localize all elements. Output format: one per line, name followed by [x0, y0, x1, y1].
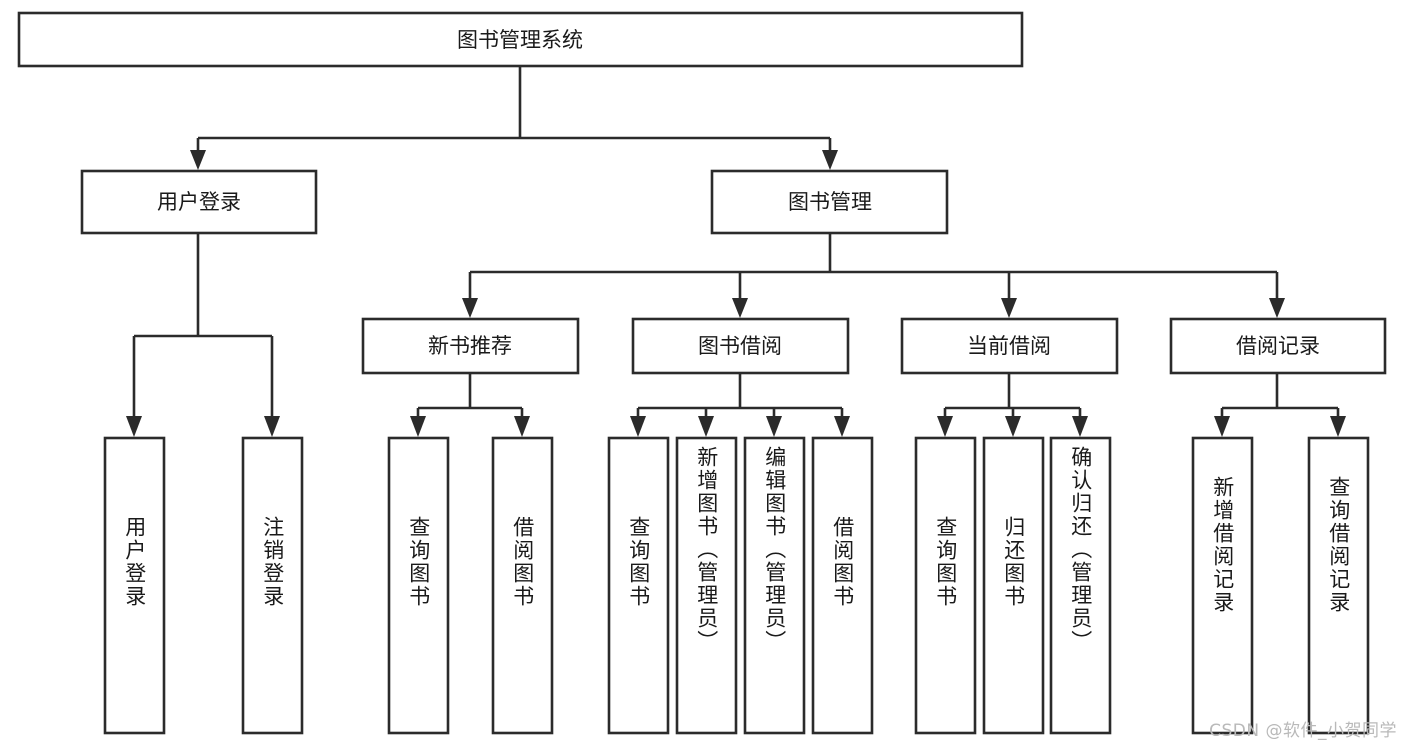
node-leaf-add-record-box[interactable]: [1191, 436, 1254, 735]
arrow-leaf-add-record-icon: [1214, 416, 1230, 437]
edges-book-borrow-to-leaves: [630, 373, 850, 437]
node-leaf-query-book-1-label: 查询图书: [406, 516, 431, 608]
node-user-login-box[interactable]: [80, 169, 318, 235]
node-leaf-query-book-3-label: 查询图书: [933, 516, 958, 608]
node-user-login[interactable]: 用户登录: [80, 169, 318, 235]
arrow-to-user-login-icon: [190, 150, 206, 170]
node-leaf-add-record-label: 新增借阅记录: [1210, 476, 1235, 614]
edges-book-manage-to-level3: [462, 233, 1285, 318]
node-current-borrow-box[interactable]: [900, 317, 1119, 375]
arrow-to-book-borrow-icon: [732, 298, 748, 318]
leaf-label-wrap-query-book-2: 查询图书: [609, 438, 668, 733]
node-leaf-query-record-box[interactable]: [1307, 436, 1370, 735]
arrow-leaf-query-record-icon: [1330, 416, 1346, 437]
node-leaf-borrow-book-1-box[interactable]: [491, 436, 554, 735]
edges-user-login-to-leaves: [126, 233, 280, 437]
arrow-leaf-edit-book-icon: [766, 416, 782, 437]
leaf-label-wrap-user-login: 用户登录: [105, 438, 164, 733]
arrow-to-current-borrow-icon: [1001, 298, 1017, 318]
arrow-leaf-query-book-2-icon: [630, 416, 646, 437]
arrow-to-book-manage-icon: [822, 150, 838, 170]
node-current-borrow-label: 当前借阅: [967, 334, 1051, 358]
csdn-watermark: CSDN @软件_小贺同学: [1209, 721, 1397, 741]
node-leaf-return-book-box[interactable]: [982, 436, 1045, 735]
leaf-label-wrap-query-record: 查询借阅记录: [1309, 438, 1368, 733]
edges-current-borrow-to-leaves: [937, 373, 1088, 437]
node-leaf-edit-book-box[interactable]: [743, 436, 806, 735]
edges-new-book-rec-to-leaves: [410, 373, 530, 437]
arrow-leaf-query-book-3-icon: [937, 416, 953, 437]
node-leaf-query-record-label: 查询借阅记录: [1326, 476, 1351, 614]
node-leaf-confirm-return-label: 确认归还（管理员）: [1068, 446, 1093, 653]
node-leaf-query-book-3-box[interactable]: [914, 436, 977, 735]
arrow-leaf-confirm-return-icon: [1072, 416, 1088, 437]
leaf-label-wrap-borrow-book-1: 借阅图书: [493, 438, 552, 733]
node-new-book-rec-label: 新书推荐: [428, 334, 512, 358]
arrow-leaf-borrow-book-2-icon: [834, 416, 850, 437]
node-leaf-query-book-1-box[interactable]: [387, 436, 450, 735]
node-leaf-add-book-label: 新增图书（管理员）: [694, 446, 719, 653]
node-book-borrow-label: 图书借阅: [698, 334, 782, 358]
edges-root-to-level2: [190, 66, 838, 170]
node-borrow-record[interactable]: 借阅记录: [1169, 317, 1387, 375]
leaf-label-wrap-query-book-1: 查询图书: [389, 438, 448, 733]
node-leaf-query-book-2-label: 查询图书: [626, 516, 651, 608]
node-current-borrow[interactable]: 当前借阅: [900, 317, 1119, 375]
node-root-label: 图书管理系统: [457, 28, 583, 52]
node-leaf-user-login-box[interactable]: [103, 436, 166, 735]
node-leaf-logout-box[interactable]: [241, 436, 304, 735]
node-leaf-borrow-book-1-label: 借阅图书: [510, 516, 535, 608]
node-root[interactable]: 图书管理系统: [17, 11, 1024, 68]
node-book-manage-label: 图书管理: [788, 190, 872, 214]
arrow-leaf-query-book-1-icon: [410, 416, 426, 437]
node-borrow-record-label: 借阅记录: [1236, 334, 1320, 358]
leaf-label-wrap-edit-book: 编辑图书（管理员）: [745, 438, 804, 733]
edges-borrow-record-to-leaves: [1214, 373, 1346, 437]
node-leaf-borrow-book-2-label: 借阅图书: [830, 516, 855, 608]
node-leaf-confirm-return-box[interactable]: [1049, 436, 1112, 735]
node-new-book-rec-box[interactable]: [361, 317, 580, 375]
leaf-label-wrap-confirm-return: 确认归还（管理员）: [1051, 438, 1110, 733]
arrow-to-new-book-rec-icon: [462, 298, 478, 318]
leaf-label-wrap-add-book: 新增图书（管理员）: [677, 438, 736, 733]
leaf-label-wrap-borrow-book-2: 借阅图书: [813, 438, 872, 733]
node-root-box[interactable]: [17, 11, 1024, 68]
node-user-login-label: 用户登录: [157, 190, 241, 214]
node-book-manage[interactable]: 图书管理: [710, 169, 949, 235]
arrow-leaf-user-login-icon: [126, 416, 142, 437]
node-borrow-record-box[interactable]: [1169, 317, 1387, 375]
leaf-label-wrap-query-book-3: 查询图书: [916, 438, 975, 733]
node-book-manage-box[interactable]: [710, 169, 949, 235]
arrow-to-borrow-record-icon: [1269, 298, 1285, 318]
node-new-book-rec[interactable]: 新书推荐: [361, 317, 580, 375]
node-leaf-return-book-label: 归还图书: [1001, 516, 1026, 608]
arrow-leaf-add-book-icon: [698, 416, 714, 437]
leaf-boxes: [103, 436, 1370, 735]
arrow-leaf-borrow-book-1-icon: [514, 416, 530, 437]
node-leaf-borrow-book-2-box[interactable]: [811, 436, 874, 735]
node-leaf-edit-book-label: 编辑图书（管理员）: [762, 446, 787, 653]
arrow-leaf-return-book-icon: [1005, 416, 1021, 437]
leaf-label-wrap-logout: 注销登录: [243, 438, 302, 733]
leaf-label-wrap-return-book: 归还图书: [984, 438, 1043, 733]
arrow-leaf-logout-icon: [264, 416, 280, 437]
node-book-borrow-box[interactable]: [631, 317, 850, 375]
leaf-label-wrap-add-record: 新增借阅记录: [1193, 438, 1252, 733]
node-book-borrow[interactable]: 图书借阅: [631, 317, 850, 375]
node-leaf-logout-label: 注销登录: [260, 516, 285, 608]
node-leaf-query-book-2-box[interactable]: [607, 436, 670, 735]
node-leaf-add-book-box[interactable]: [675, 436, 738, 735]
node-leaf-user-login-label: 用户登录: [122, 516, 147, 608]
